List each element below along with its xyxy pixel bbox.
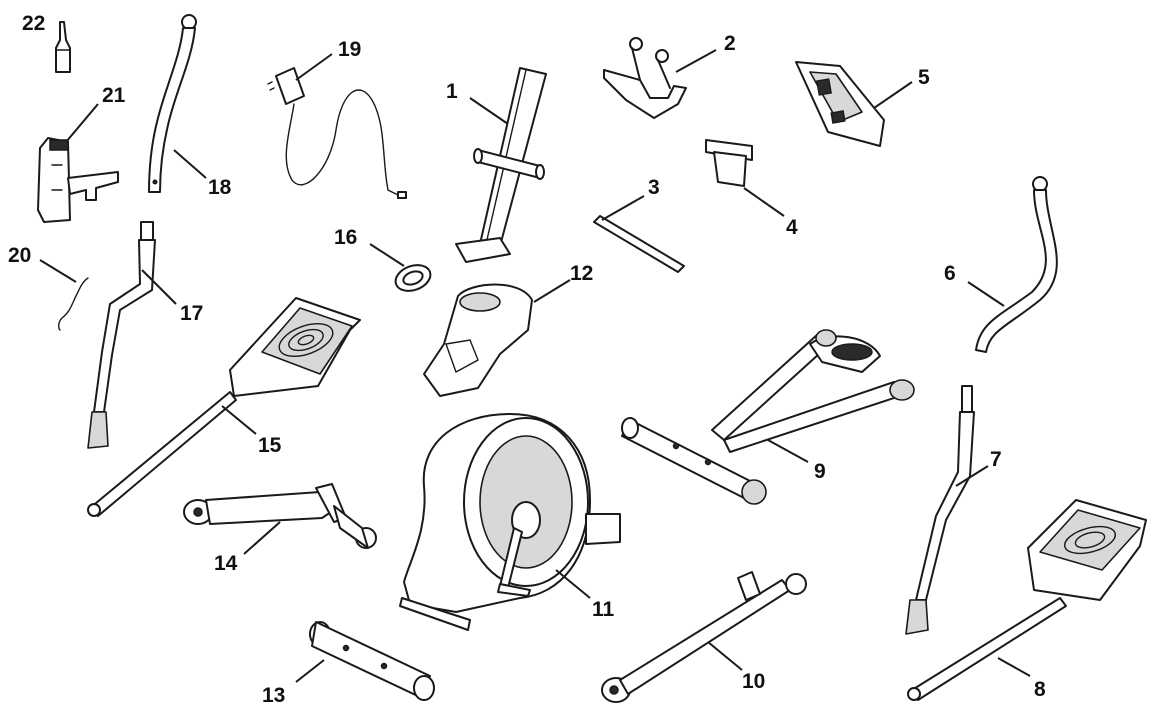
part-4-bottle-holder <box>705 139 753 187</box>
leader-5 <box>873 81 913 109</box>
label-part-10: 10 <box>742 670 765 693</box>
leader-7 <box>955 465 989 487</box>
part-3-axle-rod <box>593 215 685 273</box>
part-20-wire <box>57 277 89 331</box>
part-9-stabilizer <box>621 329 915 505</box>
part-13-pivot-axle <box>309 621 435 701</box>
leader-9 <box>767 439 809 463</box>
part-10-link-arm <box>601 571 807 703</box>
label-part-22: 22 <box>22 12 45 35</box>
part-17-left-post <box>87 221 156 449</box>
part-19-power-adapter <box>267 67 407 199</box>
leader-17 <box>141 269 177 305</box>
leader-4 <box>743 187 785 217</box>
leader-6 <box>967 281 1005 307</box>
part-15-left-pedal-arm <box>87 297 361 517</box>
label-part-18: 18 <box>208 176 232 199</box>
label-part-13: 13 <box>262 684 285 707</box>
part-12-shroud <box>423 283 533 397</box>
label-part-21: 21 <box>102 84 126 107</box>
part-6-right-upper-arm <box>975 176 1058 353</box>
leader-3 <box>601 195 645 221</box>
label-part-3: 3 <box>648 176 660 199</box>
leader-10 <box>707 641 743 671</box>
label-part-2: 2 <box>724 32 736 55</box>
leader-15 <box>221 405 257 435</box>
part-labels: 1 2 3 4 5 6 7 8 9 10 11 12 13 14 15 16 1… <box>8 12 1046 707</box>
part-21-console-bracket <box>37 137 119 223</box>
label-part-20: 20 <box>8 244 31 267</box>
part-18-upper-arm <box>148 14 197 193</box>
leader-13 <box>295 659 325 683</box>
leader-21 <box>65 103 99 143</box>
part-8-right-pedal-arm <box>907 499 1147 701</box>
part-22-lubricant-bottle <box>55 21 71 73</box>
label-part-5: 5 <box>918 66 930 89</box>
part-2-handle-bracket <box>603 37 687 119</box>
label-part-19: 19 <box>338 38 361 61</box>
label-part-8: 8 <box>1034 678 1046 701</box>
label-part-11: 11 <box>592 598 615 621</box>
part-1-upright <box>455 67 547 263</box>
leader-14 <box>243 521 281 555</box>
leader-11 <box>555 569 591 599</box>
label-part-12: 12 <box>570 262 593 285</box>
label-part-9: 9 <box>814 460 826 483</box>
leader-1 <box>469 97 509 125</box>
label-part-14: 14 <box>214 552 238 575</box>
label-part-6: 6 <box>944 262 956 285</box>
leader-20 <box>39 259 77 283</box>
leader-19 <box>295 53 333 81</box>
part-16-grommet <box>394 264 432 292</box>
part-11-flywheel-housing <box>399 413 621 631</box>
leader-lines <box>39 49 1031 683</box>
label-part-16: 16 <box>334 226 357 249</box>
part-14-crank-link <box>183 483 377 549</box>
part-5-console <box>795 61 885 147</box>
label-part-4: 4 <box>786 216 798 239</box>
leader-2 <box>675 49 717 73</box>
leader-8 <box>997 657 1031 677</box>
label-part-17: 17 <box>180 302 203 325</box>
label-part-7: 7 <box>990 448 1002 471</box>
leader-16 <box>369 243 405 267</box>
leader-12 <box>533 279 571 303</box>
leader-18 <box>173 149 207 179</box>
label-part-1: 1 <box>446 80 458 103</box>
label-part-15: 15 <box>258 434 282 457</box>
part-7-right-post <box>905 385 975 635</box>
